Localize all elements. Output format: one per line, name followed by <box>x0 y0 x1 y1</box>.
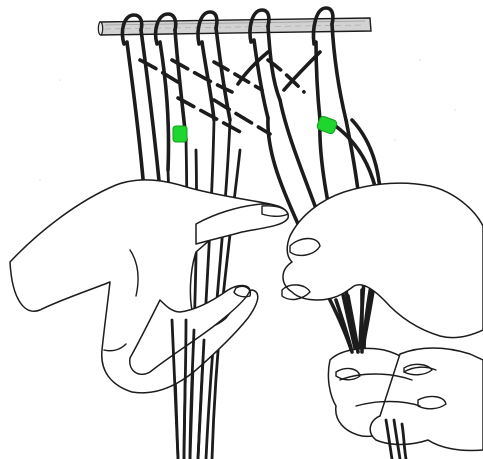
dowel-rod <box>98 18 371 35</box>
beads <box>173 115 338 142</box>
cords-back <box>127 24 346 190</box>
bead-left <box>173 126 187 142</box>
left-hand <box>10 180 288 393</box>
right-hand <box>282 183 483 450</box>
